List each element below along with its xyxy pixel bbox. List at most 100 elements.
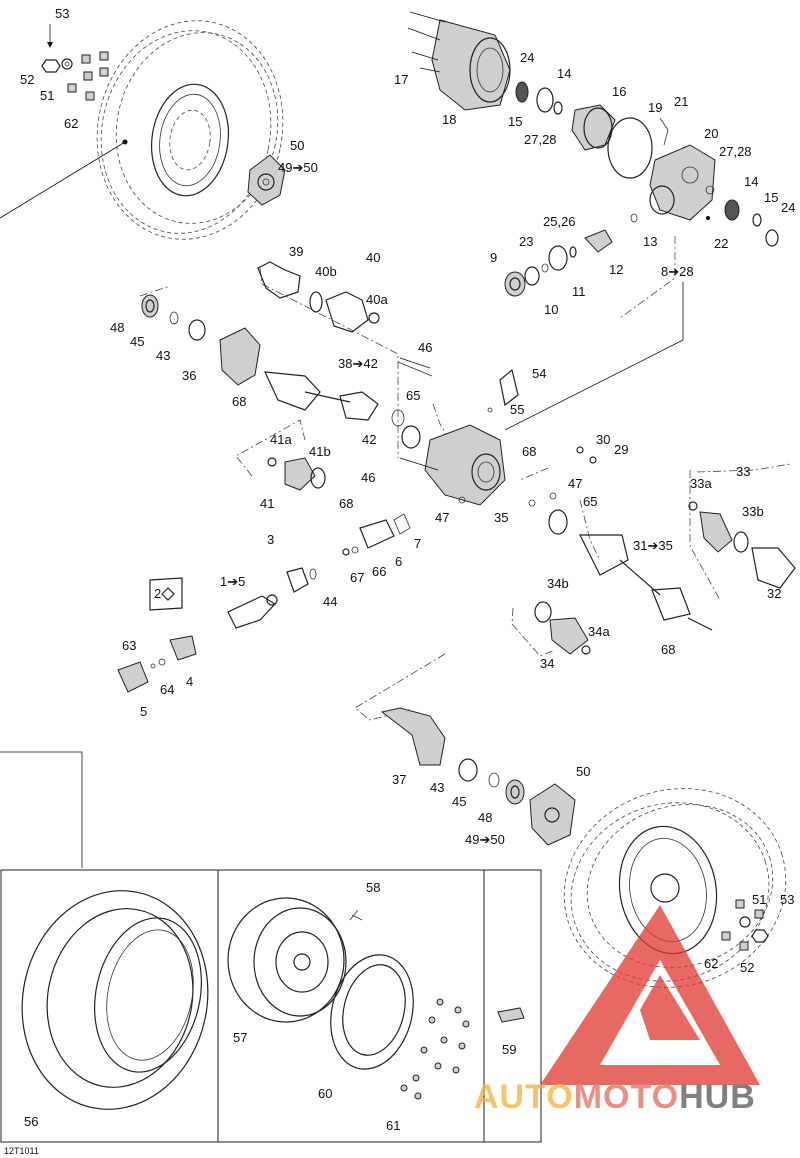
part-label: 12 (609, 262, 623, 277)
part-label: 67 (350, 570, 364, 585)
part-label: 38➔42 (338, 356, 378, 371)
part-label: 41 (260, 496, 274, 511)
part-label: 46 (418, 340, 432, 355)
part-label: 43 (156, 348, 170, 363)
part-label: 57 (233, 1030, 247, 1045)
part-label: 8➔28 (661, 264, 694, 279)
rim-57 (227, 897, 363, 1023)
part-label: 19 (648, 100, 662, 115)
part-label: 33b (742, 504, 764, 519)
wheel-nuts-upper (41, 24, 109, 101)
part-label: 15 (764, 190, 778, 205)
watermark-moto: MOTO (574, 1078, 679, 1116)
drive-shaft-right (579, 534, 713, 631)
part-label: 23 (519, 234, 533, 249)
part-label: 51 (40, 88, 54, 103)
part-label: 54 (532, 366, 546, 381)
part-label: 33 (736, 464, 750, 479)
part-label: 7 (414, 536, 421, 551)
part-label: 16 (612, 84, 626, 99)
part-label: 32 (767, 586, 781, 601)
watermark-auto: AUTO (474, 1078, 574, 1116)
part-label: 40b (315, 264, 337, 279)
part-label: 21 (674, 94, 688, 109)
part-label: 56 (24, 1114, 38, 1129)
part-label: 34b (547, 576, 569, 591)
part-label: 39 (289, 244, 303, 259)
knuckle-left (141, 294, 261, 386)
part-label: 49➔50 (465, 832, 505, 847)
knuckle-right (380, 707, 576, 846)
part-label: 51 (752, 892, 766, 907)
part-label: 45 (452, 794, 466, 809)
part-label: 41b (309, 444, 331, 459)
part-label: 5 (140, 704, 147, 719)
spare-tire (21, 890, 209, 1110)
connector-lines (0, 141, 791, 868)
part-label: 68 (661, 642, 675, 657)
part-label: 34 (540, 656, 554, 671)
part-label: 27,28 (719, 144, 752, 159)
part-label: 47 (435, 510, 449, 525)
part-label: 40a (366, 292, 388, 307)
part-label: 34a (588, 624, 610, 639)
part-label: 48 (110, 320, 124, 335)
rear-tire-lower (563, 788, 787, 988)
part-label: 53 (780, 892, 794, 907)
beadlock-ring-60 (330, 954, 414, 1070)
part-label: 20 (704, 126, 718, 141)
part-label: 52 (20, 72, 34, 87)
part-label: 24 (520, 50, 534, 65)
part-label: 47 (568, 476, 582, 491)
part-label: 50 (290, 138, 304, 153)
pinion-bearings (504, 185, 779, 297)
part-label: 25,26 (543, 214, 576, 229)
part-label: 44 (323, 594, 337, 609)
part-label: 62 (64, 116, 78, 131)
part-label: 64 (160, 682, 174, 697)
bolts-61 (400, 998, 470, 1100)
part-label: 65 (406, 388, 420, 403)
boot-kit-33 (688, 501, 796, 589)
wheel-nuts-lower (721, 899, 769, 951)
front-differential-housing (399, 357, 597, 535)
part-label: 30 (596, 432, 610, 447)
front-tire-upper (96, 20, 284, 240)
part-label: 33a (690, 476, 712, 491)
drive-shaft-left (264, 361, 433, 449)
part-label: 36 (182, 368, 196, 383)
part-label: 42 (362, 432, 376, 447)
part-label: 52 (740, 960, 754, 975)
part-label: 41a (270, 432, 292, 447)
wheel-hub-upper (247, 154, 286, 206)
part-label: 15 (508, 114, 522, 129)
boot-kit-34 (534, 601, 591, 655)
svg-text:AUTOMOTOHUB: AUTOMOTOHUB (474, 1078, 756, 1116)
part-label: 49➔50 (278, 160, 318, 175)
part-label: 48 (478, 810, 492, 825)
differential-bearings-top (515, 81, 563, 115)
part-label: 18 (442, 112, 456, 127)
part-label: 68 (339, 496, 353, 511)
part-label: 17 (394, 72, 408, 87)
part-label: 11 (572, 284, 586, 299)
rear-differential-housing (407, 11, 511, 111)
part-label: 65 (583, 494, 597, 509)
diagram-reference: 12T1011 (4, 1146, 39, 1156)
part-label: 6 (395, 554, 402, 569)
part-label: 37 (392, 772, 406, 787)
part-label: 46 (361, 470, 375, 485)
part-label: 40 (366, 250, 380, 265)
part-label: 62 (704, 956, 718, 971)
part-label: 66 (372, 564, 386, 579)
part-label: 58 (366, 880, 380, 895)
part-label: 35 (494, 510, 508, 525)
part-label: 22 (714, 236, 728, 251)
decal-59 (497, 1007, 525, 1023)
part-label: 24 (781, 200, 795, 215)
propeller-shaft (117, 513, 411, 693)
part-labels: 53 52 51 62 50 49➔50 17 18 24 14 15 16 2… (4, 6, 795, 1156)
part-label: 55 (510, 402, 524, 417)
part-label: 27,28 (524, 132, 557, 147)
